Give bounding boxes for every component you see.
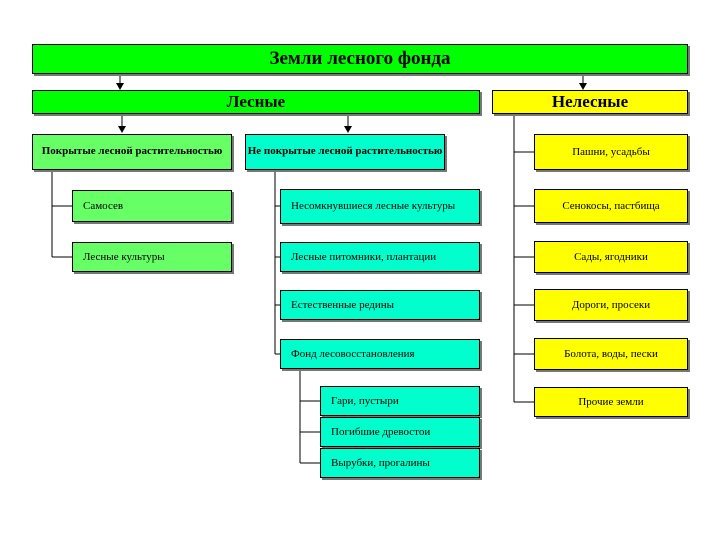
nonforest-item: Пашни, усадьбы: [534, 134, 688, 170]
diagram-title: Земли лесного фонда: [269, 48, 451, 69]
uncovered-item: Естественные редины: [280, 290, 480, 320]
nonforest-item: Дороги, просеки: [534, 289, 688, 321]
uncovered-item: Лесные питомники, плантации: [280, 242, 480, 272]
nonforest-item: Прочие земли: [534, 387, 688, 417]
covered-item-label: Самосев: [83, 199, 124, 212]
uncovered-item: Фонд лесовосстановления: [280, 339, 480, 369]
reforestation-item-label: Вырубки, прогалины: [331, 456, 430, 469]
reforestation-item: Погибшие древостои: [320, 417, 480, 447]
uncovered-item-label: Лесные питомники, плантации: [291, 250, 437, 263]
nonforest-item-label: Сады, ягодники: [574, 250, 648, 263]
uncovered-box: Не покрытые лесной растительностью: [245, 134, 445, 170]
uncovered-item-label: Несомкнувшиеся лесные культуры: [291, 200, 456, 213]
covered-item: Самосев: [72, 190, 232, 222]
uncovered-item: Несомкнувшиеся лесные культуры: [280, 189, 480, 224]
nonforest-item-label: Пашни, усадьбы: [572, 145, 650, 158]
covered-label: Покрытые лесной растительностью: [41, 145, 223, 158]
nonforest-box: Нелесные: [492, 90, 688, 114]
nonforest-item: Болота, воды, пески: [534, 338, 688, 370]
nonforest-item-label: Болота, воды, пески: [564, 347, 658, 360]
forest-label: Лесные: [226, 92, 286, 111]
uncovered-item-label: Естественные редины: [291, 298, 395, 311]
reforestation-item-label: Погибшие древостои: [331, 425, 431, 438]
nonforest-item-label: Прочие земли: [578, 395, 644, 408]
nonforest-item: Сады, ягодники: [534, 241, 688, 273]
uncovered-item-label: Фонд лесовосстановления: [291, 347, 415, 360]
nonforest-item: Сенокосы, пастбища: [534, 189, 688, 223]
forest-box: Лесные: [32, 90, 480, 114]
covered-box: Покрытые лесной растительностью: [32, 134, 232, 170]
covered-item: Лесные культуры: [72, 242, 232, 272]
nonforest-label: Нелесные: [551, 92, 629, 111]
uncovered-label: Не покрытые лесной растительностью: [247, 145, 443, 158]
covered-item-label: Лесные культуры: [83, 250, 165, 263]
reforestation-item-label: Гари, пустыри: [331, 394, 399, 407]
nonforest-item-label: Сенокосы, пастбища: [562, 199, 660, 212]
reforestation-item: Гари, пустыри: [320, 386, 480, 416]
reforestation-item: Вырубки, прогалины: [320, 448, 480, 478]
nonforest-item-label: Дороги, просеки: [571, 298, 651, 311]
title-box: Земли лесного фонда: [32, 44, 688, 74]
